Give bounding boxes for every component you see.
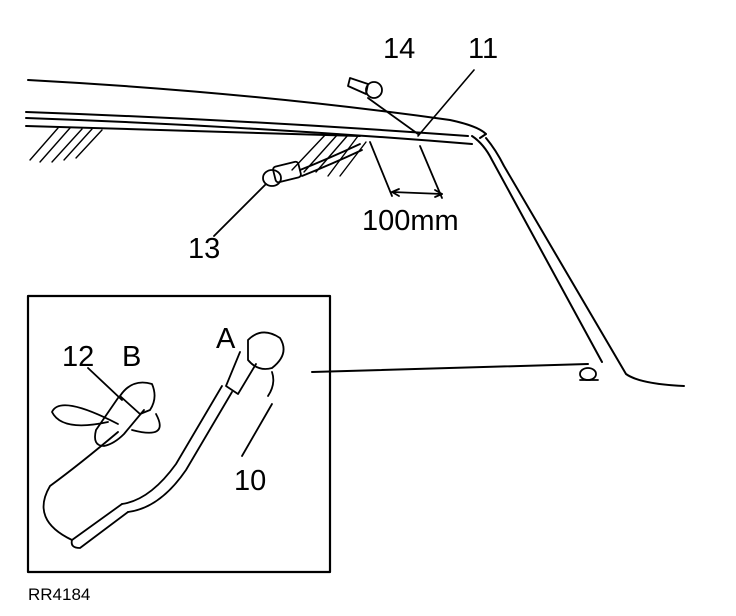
figure-reference: RR4184 (28, 585, 90, 604)
label-12: 12 (62, 341, 94, 373)
inset-lead (42, 331, 285, 549)
aerial-strip (369, 141, 443, 199)
label-11: 11 (468, 33, 498, 65)
leader-11 (417, 69, 475, 137)
connector-13 (213, 143, 363, 237)
label-a: A (216, 323, 236, 355)
roof-outline (25, 79, 487, 145)
trim-clip (579, 367, 599, 381)
label-10: 10 (234, 465, 266, 497)
label-b: B (122, 341, 141, 373)
label-13: 13 (188, 233, 220, 265)
windscreen-pillar (311, 135, 685, 387)
connector-14 (347, 77, 419, 135)
inset-frame (26, 294, 332, 574)
label-dimension: 100mm (362, 205, 459, 237)
label-14: 14 (383, 33, 415, 65)
